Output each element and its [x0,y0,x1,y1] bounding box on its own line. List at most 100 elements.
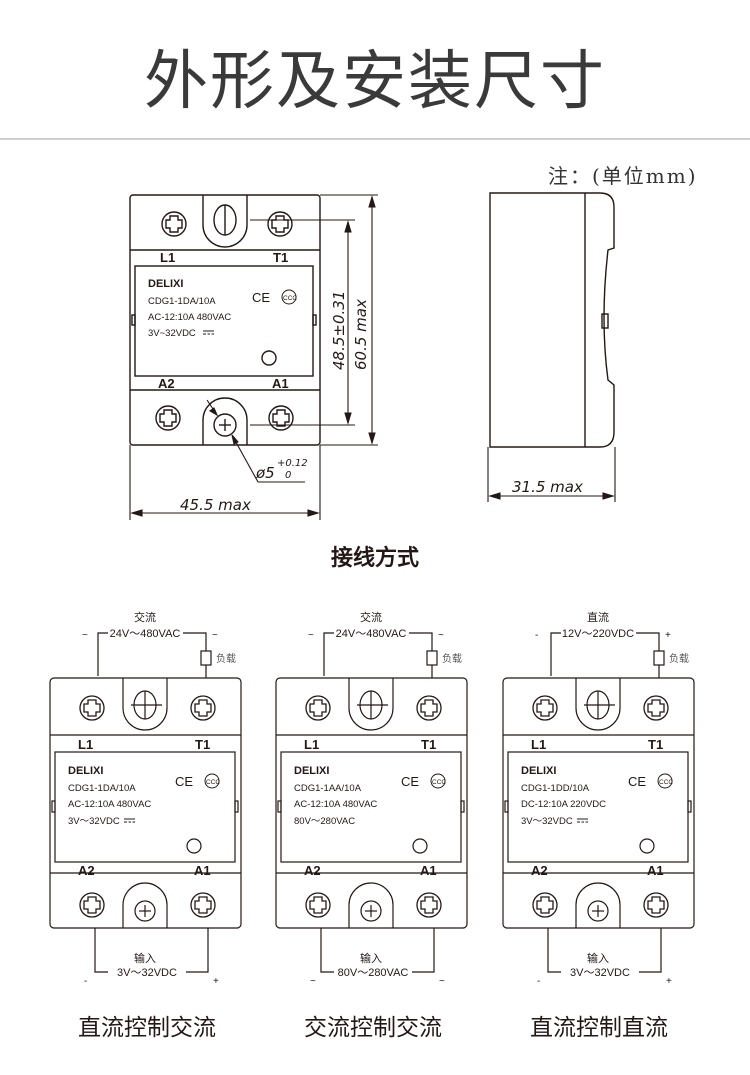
rating-label: DC-12:10A 220VDC [521,799,606,810]
control-label: 3V～32VDC [68,816,120,827]
supply-type-label: 交流 [360,610,382,624]
dimension-drawing: L1 T1 A2 A1 DELIXI CDG1-1DA/10A AC-12:10… [129,192,616,520]
top-mount-tab [575,678,621,731]
caption-dc-control-ac: 直流控制交流 [78,1015,216,1041]
terminal-label-t1: T1 [421,737,436,752]
screw-a2-icon [305,892,331,918]
input-label: 输入 [134,951,156,965]
dc-symbol-icon [124,818,135,823]
dc-symbol-icon [577,818,588,823]
rating-label: AC-12:10A 480VAC [294,799,377,810]
screw-t1-icon [643,695,669,721]
brand-label: DELIXI [294,765,329,777]
relay-body-outline [129,194,321,446]
mount-hole [360,900,382,922]
input-range-label: 3V～32VDC [570,967,630,979]
ce-mark-icon: CE [252,290,270,305]
indicator-led [186,838,202,854]
ccc-mark-icon: CCC [430,773,446,789]
indicator-led [261,350,277,366]
brand-label: DELIXI [521,765,556,777]
bottom-mount-tab [575,882,621,928]
bottom-mount-tab [202,397,248,445]
load-resistor-icon [653,650,665,666]
input-left-sign: - [537,976,540,987]
wiring-diagram-2: 交流 24V～480VAC ~ ~ 负载 L1 T1 A2 A1 DELIXI … [274,605,489,1004]
control-label: 80V～280VAC [294,816,355,827]
relay-side-view [489,192,615,448]
screw-a2-icon [155,405,181,431]
supply-range-label: 24V～480VAC [336,628,407,640]
height-max-dimension: 60.5 max [352,299,370,370]
screw-l1-icon [305,695,331,721]
dc-symbol-icon [203,330,214,335]
indicator-led [412,838,428,854]
model-label: CDG1-1DA/10A [68,783,136,794]
control-label: 3V~32VDC [148,328,196,339]
terminal-label-a2: A2 [304,863,321,878]
screw-l1-icon [532,695,558,721]
model-label: CDG1-1AA/10A [294,783,362,794]
hole-tolerance-upper: +0.12 [277,458,308,469]
bottom-mount-tab [122,882,168,928]
wiring-section-title: 接线方式 [330,546,419,571]
control-label: 3V～32VDC [521,816,573,827]
supply-left-sign: ~ [82,630,88,641]
indicator-led [639,838,655,854]
screw-a2-icon [79,892,105,918]
supply-right-sign: ~ [438,630,444,641]
screw-a1-icon [268,405,294,431]
supply-type-label: 直流 [587,610,609,624]
page-title: 外形及安装尺寸 [144,45,606,119]
terminal-label-l1: L1 [304,737,319,752]
terminal-label-a1: A1 [420,863,437,878]
mount-hole [134,900,156,922]
terminal-label-l1: L1 [78,737,93,752]
load-resistor-icon [426,650,438,666]
load-resistor-icon [200,650,212,666]
caption-dc-control-dc: 直流控制直流 [530,1015,668,1041]
screw-t1-icon [267,211,293,237]
wiring-diagram-svg: 交流 24V～480VAC ~ ~ 负载 L1 T1 A2 A1 DELIXI … [49,610,242,987]
terminal-label-l1: L1 [160,250,175,265]
width-max-dimension: 45.5 max [180,496,251,514]
supply-range-label: 24V～480VAC [110,628,181,640]
terminal-label-a1: A1 [194,863,211,878]
supply-left-sign: - [535,630,538,641]
model-label: CDG1-1DA/10A [148,296,216,307]
supply-type-label: 交流 [134,610,156,624]
relay-body-outline [49,677,242,929]
hole-diameter-dimension: ø5 [255,464,275,482]
mount-hole [587,900,609,922]
svg-text:CCC: CCC [206,779,220,786]
screw-l1-icon [79,695,105,721]
screw-l1-icon [161,211,187,237]
terminal-label-a1: A1 [647,863,664,878]
input-right-sign: ~ [439,976,445,987]
screw-a1-icon [190,892,216,918]
brand-label: DELIXI [148,278,183,290]
input-left-sign: - [84,976,87,987]
svg-text:CCC: CCC [283,295,297,302]
svg-text:CCC: CCC [432,779,446,786]
ce-mark-icon: CE [175,774,193,789]
screw-t1-icon [416,695,442,721]
rating-label: AC-12:10A 480VAC [68,799,151,810]
ce-mark-icon: CE [401,774,419,789]
wiring-diagram-3: 直流 12V～220VDC - + 负载 L1 T1 A2 A1 DELIXI … [501,605,716,1004]
model-label: CDG1-1DD/10A [521,783,590,794]
terminal-label-a2: A2 [78,863,95,878]
screw-a2-icon [532,892,558,918]
input-range-label: 3V～32VDC [117,967,177,979]
top-mount-tab [348,678,394,731]
wiring-diagram-svg: 交流 24V～480VAC ~ ~ 负载 L1 T1 A2 A1 DELIXI … [275,610,468,987]
screw-t1-icon [190,695,216,721]
hole-tolerance-lower: 0 [285,470,291,481]
supply-range-label: 12V～220VDC [562,628,634,640]
terminal-label-l1: L1 [531,737,546,752]
supply-right-sign: + [665,630,671,641]
svg-text:CCC: CCC [659,779,673,786]
supply-left-sign: ~ [308,630,314,641]
top-mount-tab [202,195,248,248]
height-mount-dimension: 48.5±0.31 [330,291,348,370]
